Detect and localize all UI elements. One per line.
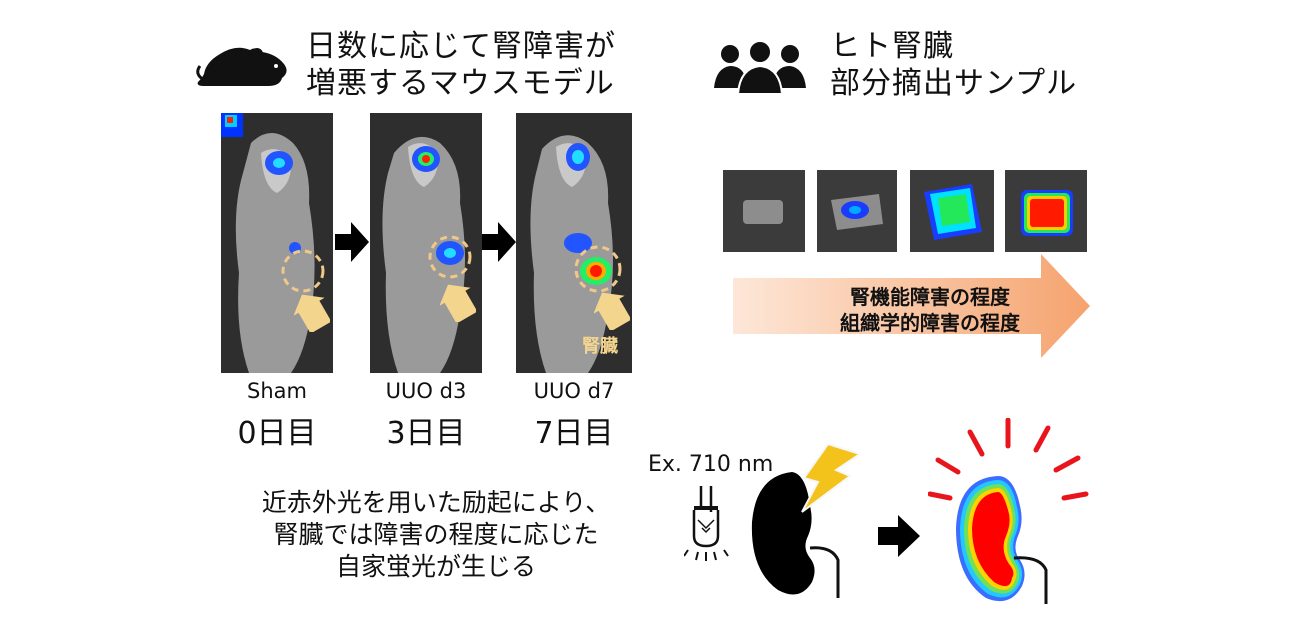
panel-day-uuo-d3: 3日目 (386, 416, 466, 451)
description-line1: 近赤外光を用いた励起により、 (261, 488, 611, 517)
panel-label-uuo-d7: UUO d7 (533, 379, 615, 403)
severity-arrow-text: 腎機能障害の程度 組織学的障害の程度 (820, 284, 1040, 336)
panel-label-sham: Sham (247, 379, 307, 403)
people-icon (714, 40, 806, 95)
mouse-icon (196, 47, 287, 86)
sample-thumbnail (723, 170, 805, 252)
description: 近赤外光を用いた励起により、 腎臓では障害の程度に応じた 自家蛍光が生じる (226, 487, 646, 583)
panel-day-uuo-d7: 7日目 (534, 416, 614, 451)
severity-gradient-arrow (733, 254, 1090, 358)
mouse-title-line2: 増悪するマウスモデル (306, 66, 615, 101)
description-line3: 自家蛍光が生じる (335, 552, 536, 581)
sample-thumbnail (910, 170, 994, 252)
mouse-title-line1: 日数に応じて腎障害が (306, 29, 616, 64)
lightning-icon (801, 444, 860, 513)
severity-text-line1: 腎機能障害の程度 (850, 285, 1010, 309)
sample-thumbnail (817, 170, 897, 252)
human-title-line1: ヒト腎臓 (830, 29, 954, 64)
right-arrow-icon (335, 222, 369, 262)
human-model-title: ヒト腎臓 部分摘出サンプル (830, 28, 1077, 102)
severity-text-line2: 組織学的障害の程度 (840, 311, 1020, 335)
mouse-photo-sham (221, 113, 333, 373)
mouse-model-title: 日数に応じて腎障害が 増悪するマウスモデル (306, 28, 616, 102)
kidney-label: 腎臓 (582, 336, 618, 357)
human-title-line2: 部分摘出サンプル (830, 66, 1078, 101)
pointer-arrow-icon (440, 284, 476, 322)
mouse-photo-uuo-d3 (370, 113, 482, 373)
panel-day-sham: 0日目 (237, 416, 317, 451)
glowing-kidney-icon (928, 418, 1089, 604)
led-light-icon (684, 486, 729, 561)
kidney-icon (751, 472, 840, 598)
sample-thumbnail (1005, 170, 1087, 252)
pointer-arrow-icon (294, 294, 330, 332)
pointer-arrow-icon (594, 292, 630, 330)
description-line2: 腎臓では障害の程度に応じた (273, 520, 599, 549)
right-arrow-icon (482, 222, 516, 262)
excitation-label: Ex. 710 nm (648, 452, 774, 477)
panel-label-uuo-d3: UUO d3 (385, 379, 467, 403)
right-arrow-icon (878, 515, 920, 557)
